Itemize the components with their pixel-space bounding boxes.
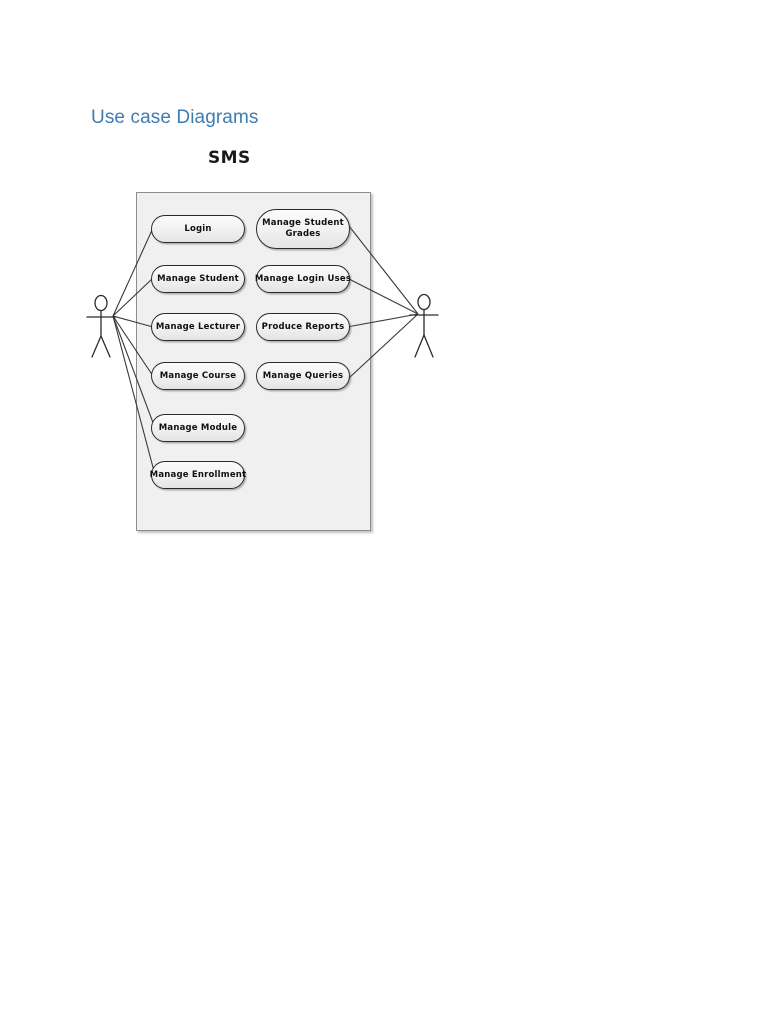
use-case-label: Manage Module	[158, 422, 238, 433]
use-case-manage-module[interactable]: Manage Module	[151, 414, 245, 442]
use-case-label: Manage Queries	[262, 370, 344, 381]
use-case-manage-queries[interactable]: Manage Queries	[256, 362, 350, 390]
use-case-label: Manage Lecturer	[155, 321, 241, 332]
use-case-label: Manage Student Grades	[262, 218, 344, 239]
use-case-manage-lecturer[interactable]: Manage Lecturer	[151, 313, 245, 341]
use-case-produce-reports[interactable]: Produce Reports	[256, 313, 350, 341]
use-case-manage-login-uses[interactable]: Manage Login Uses	[254, 265, 352, 293]
use-case-label: Produce Reports	[261, 321, 345, 332]
actor-left[interactable]	[85, 293, 119, 363]
use-case-manage-enrollment[interactable]: Manage Enrollment	[149, 461, 247, 489]
system-title: SMS	[208, 148, 251, 168]
use-case-diagram: SMS	[0, 148, 768, 531]
use-case-login[interactable]: Login	[151, 215, 245, 243]
use-case-label: Manage Student	[157, 273, 239, 284]
use-case-manage-student-grades[interactable]: Manage Student Grades	[256, 209, 350, 249]
use-case-manage-course[interactable]: Manage Course	[151, 362, 245, 390]
use-case-manage-student[interactable]: Manage Student	[151, 265, 245, 293]
use-case-label: Login	[184, 223, 212, 234]
actor-right[interactable]	[408, 292, 442, 362]
use-case-label: Manage Enrollment	[149, 469, 247, 480]
page-title: Use case Diagrams	[91, 107, 259, 128]
use-case-label: Manage Login Uses	[254, 273, 352, 284]
use-case-label: Manage Course	[159, 370, 237, 381]
